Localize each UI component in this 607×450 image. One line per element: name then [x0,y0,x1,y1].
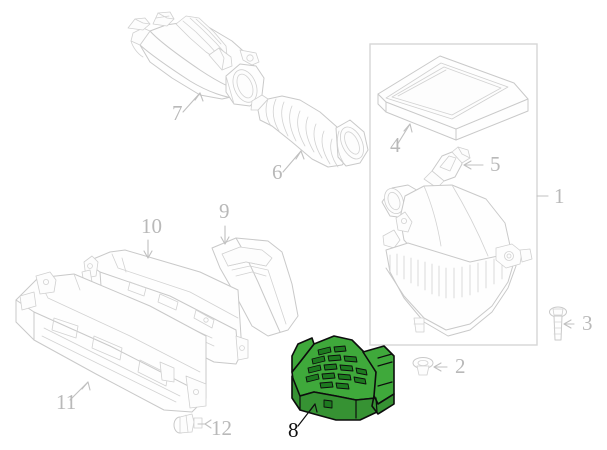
part-retainer-clip [173,413,203,434]
callout-label-4: 4 [390,133,401,157]
part-grommet [412,357,434,376]
callout-label-9: 9 [219,199,230,223]
callout-label-12: 12 [211,416,232,440]
callout-6: 6 [272,150,305,184]
callout-label-3: 3 [582,311,593,335]
callout-1: 1 [536,184,565,208]
duct-rib-slots [305,345,368,390]
callout-label-2: 2 [455,354,466,378]
part-air-cleaner-assembly [381,184,533,337]
part-air-intake-resonator [127,11,265,107]
callout-2: 2 [433,354,466,378]
callout-label-10: 10 [141,214,162,238]
callout-7: 7 [172,92,204,125]
callout-8: 8 [288,403,318,442]
callout-9: 9 [219,199,230,245]
callout-4: 4 [390,123,413,157]
callout-label-5: 5 [490,152,501,176]
part-mass-air-flow-sensor [423,146,471,189]
part-air-inlet-duct-highlighted [291,335,395,421]
callout-label-8: 8 [288,418,299,442]
callout-label-6: 6 [272,160,283,184]
part-air-intake-bellows-hose [250,94,369,168]
callout-10: 10 [141,214,162,259]
callout-label-7: 7 [172,101,183,125]
part-air-filter-element [377,55,529,141]
callout-3: 3 [563,311,593,335]
callout-5: 5 [463,152,501,176]
part-flange-bolt [549,306,567,341]
callout-11: 11 [56,381,91,414]
callout-12: 12 [197,416,232,440]
air-cleaner-assembly-box [369,43,538,346]
callout-label-1: 1 [554,184,565,208]
part-lower-air-duct-panel [15,271,207,413]
callout-label-11: 11 [56,390,76,414]
